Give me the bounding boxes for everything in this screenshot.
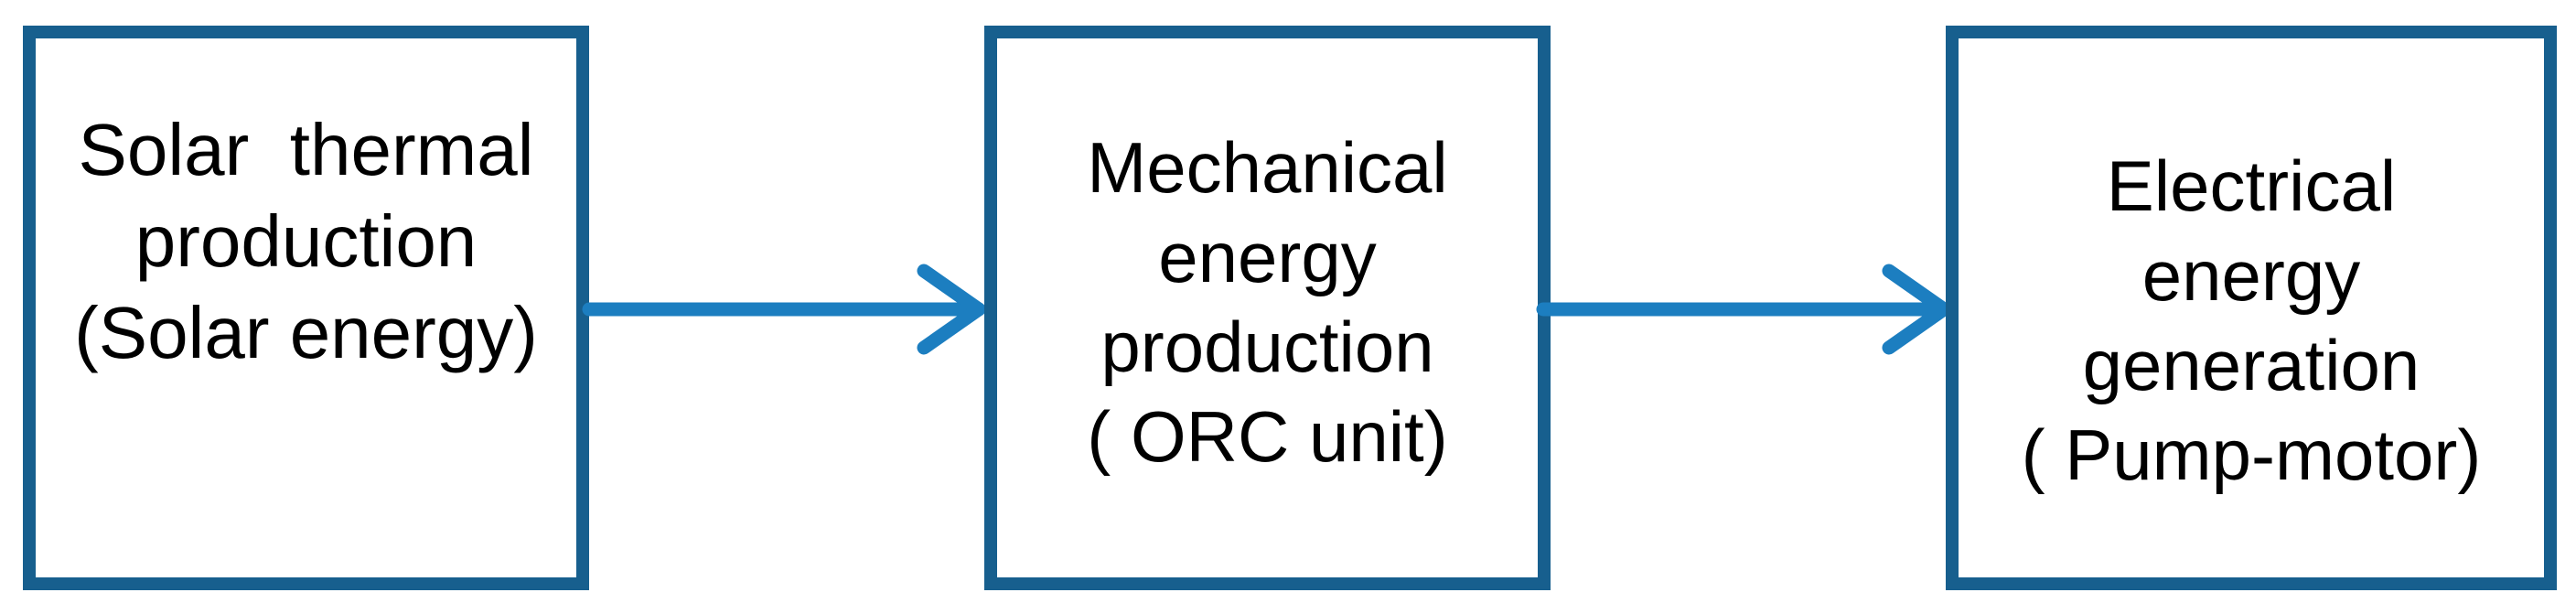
flow-node-solar-thermal-production[interactable]: Solar thermal production (Solar energy): [23, 26, 589, 590]
flow-node-label: Electrical energy generation ( Pump-moto…: [2021, 145, 2482, 495]
connector-arrow-mechanical-to-electrical: [1536, 264, 1957, 355]
arrow-shaft-and-head: [1536, 264, 1951, 355]
flow-node-label: Solar thermal production (Solar energy): [74, 109, 538, 373]
flow-node-mechanical-energy-production[interactable]: Mechanical energy production ( ORC unit): [984, 26, 1551, 590]
connector-arrow-solar-to-mechanical: [582, 264, 992, 355]
flow-node-electrical-energy-generation[interactable]: Electrical energy generation ( Pump-moto…: [1946, 26, 2557, 590]
flow-node-label: Mechanical energy production ( ORC unit): [1087, 127, 1448, 477]
arrow-shaft-and-head: [582, 264, 986, 355]
